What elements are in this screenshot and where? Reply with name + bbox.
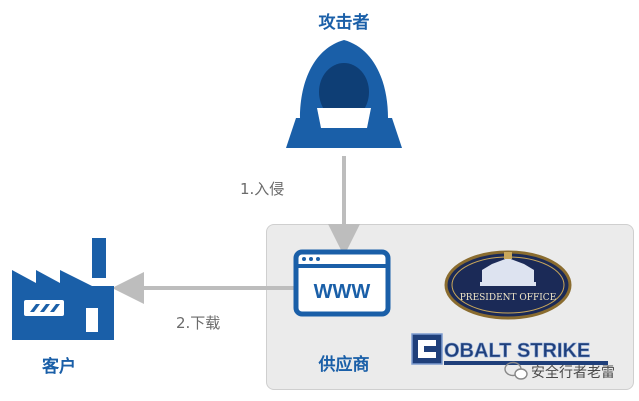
president-office-logo: PRESIDENT OFFICE <box>444 250 572 320</box>
hooded-hacker-icon <box>286 40 402 148</box>
supplier-label: 供应商 <box>318 355 370 375</box>
cobalt-strike-text: OBALT STRIKE <box>444 340 590 362</box>
step1-label: 1.入侵 <box>240 180 285 198</box>
watermark-text: 安全行者老雷 <box>531 365 615 381</box>
www-text: WWW <box>314 281 371 303</box>
customer-label: 客户 <box>42 357 76 377</box>
www-browser-icon: WWW <box>293 249 391 317</box>
attacker-label: 攻击者 <box>318 13 370 33</box>
wechat-icon <box>504 361 528 380</box>
step2-label: 2.下载 <box>176 314 221 332</box>
president-office-text: PRESIDENT OFFICE <box>460 293 557 303</box>
factory-icon <box>12 238 114 340</box>
cobalt-strike-logo: OBALT STRIKE <box>411 333 608 365</box>
